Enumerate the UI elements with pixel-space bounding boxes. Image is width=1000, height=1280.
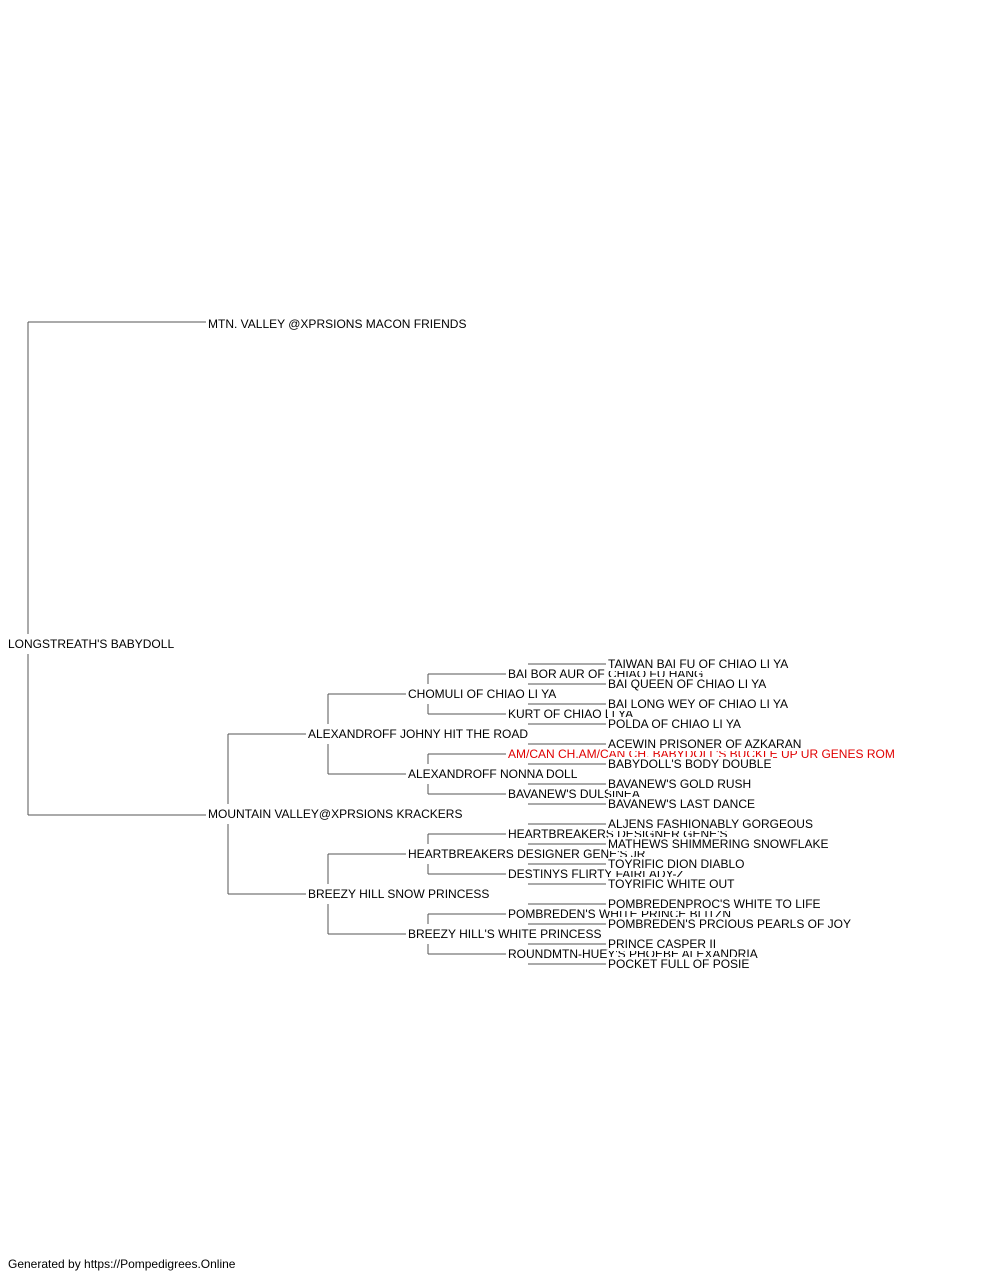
dog-name-gen5: BAI LONG WEY OF CHIAO LI YA xyxy=(608,697,791,711)
dog-name-gen5: POCKET FULL OF POSIE xyxy=(608,957,752,971)
dog-name-gen3: CHOMULI OF CHIAO LI YA xyxy=(408,687,559,701)
dog-name-gen5: POMBREDENPROC'S WHITE TO LIFE xyxy=(608,897,823,911)
dog-name-gen5: MATHEWS SHIMMERING SNOWFLAKE xyxy=(608,837,831,851)
dog-name-gen5: BAVANEW'S LAST DANCE xyxy=(608,797,757,811)
dog-name-gen2: ALEXANDROFF JOHNY HIT THE ROAD xyxy=(308,727,531,741)
dog-name-gen5: BAI QUEEN OF CHIAO LI YA xyxy=(608,677,769,691)
dog-name-gen5: PRINCE CASPER II xyxy=(608,937,719,951)
dog-name-gen4: KURT OF CHIAO LI YA xyxy=(508,707,636,721)
dog-name-gen5: POLDA OF CHIAO LI YA xyxy=(608,717,743,731)
dog-name-gen3: HEARTBREAKERS DESIGNER GENE'S JR xyxy=(408,847,648,861)
dog-name-gen2: BREEZY HILL SNOW PRINCESS xyxy=(308,887,492,901)
dog-name-gen5: BAVANEW'S GOLD RUSH xyxy=(608,777,754,791)
dog-name-gen5: ALJENS FASHIONABLY GORGEOUS xyxy=(608,817,815,831)
dog-name-gen5: TOYRIFIC DION DIABLO xyxy=(608,857,747,871)
dog-name-gen3: ALEXANDROFF NONNA DOLL xyxy=(408,767,580,781)
dog-name-gen0: LONGSTREATH'S BABYDOLL xyxy=(8,637,177,651)
dog-name-gen5: ACEWIN PRISONER OF AZKARAN xyxy=(608,737,804,751)
dog-name-gen3: BREEZY HILL'S WHITE PRINCESS xyxy=(408,927,604,941)
dog-name-gen5: POMBREDEN'S PRCIOUS PEARLS OF JOY xyxy=(608,917,854,931)
dog-name-gen5: TOYRIFIC WHITE OUT xyxy=(608,877,737,891)
dog-name-gen5: BABYDOLL'S BODY DOUBLE xyxy=(608,757,774,771)
dog-name-gen1: MOUNTAIN VALLEY@XPRSIONS KRACKERS xyxy=(208,807,465,821)
dog-name-gen5: TAIWAN BAI FU OF CHIAO LI YA xyxy=(608,657,791,671)
dog-name-gen1: MTN. VALLEY @XPRSIONS MACON FRIENDS xyxy=(208,317,469,331)
footer-credit: Generated by https://Pompedigrees.Online xyxy=(8,1257,236,1271)
